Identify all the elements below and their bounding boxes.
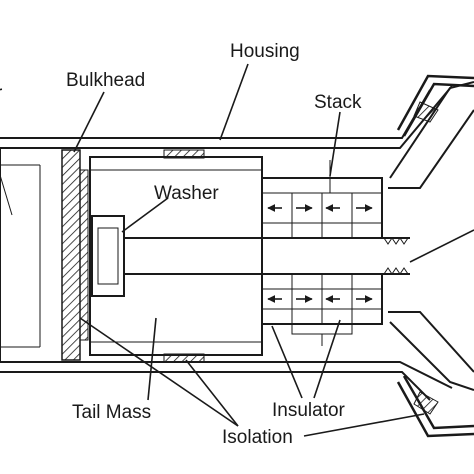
- label-cut-off: r: [0, 83, 3, 104]
- label-insulator: Insulator: [272, 400, 346, 421]
- label-housing: Housing: [230, 41, 300, 62]
- isolation-pads: [163, 149, 205, 363]
- label-tail-mass: Tail Mass: [72, 402, 151, 423]
- bulkhead: [61, 149, 89, 361]
- leader-lines: [73, 63, 474, 437]
- left-element: [0, 164, 41, 348]
- front-seal-top: [396, 74, 474, 137]
- label-washer: Washer: [154, 183, 219, 204]
- label-isolation: Isolation: [222, 427, 293, 448]
- labels: r Housing Bulkhead Stack Washer Tail Mas…: [0, 41, 362, 448]
- washer: [91, 215, 125, 297]
- stack-bottom: [261, 273, 383, 346]
- label-stack: Stack: [314, 92, 362, 113]
- stress-bolt: [124, 237, 410, 275]
- head-mass: [388, 81, 474, 391]
- front-seal-bottom: [396, 375, 474, 438]
- label-bulkhead: Bulkhead: [66, 70, 145, 91]
- stack-top: [261, 160, 383, 239]
